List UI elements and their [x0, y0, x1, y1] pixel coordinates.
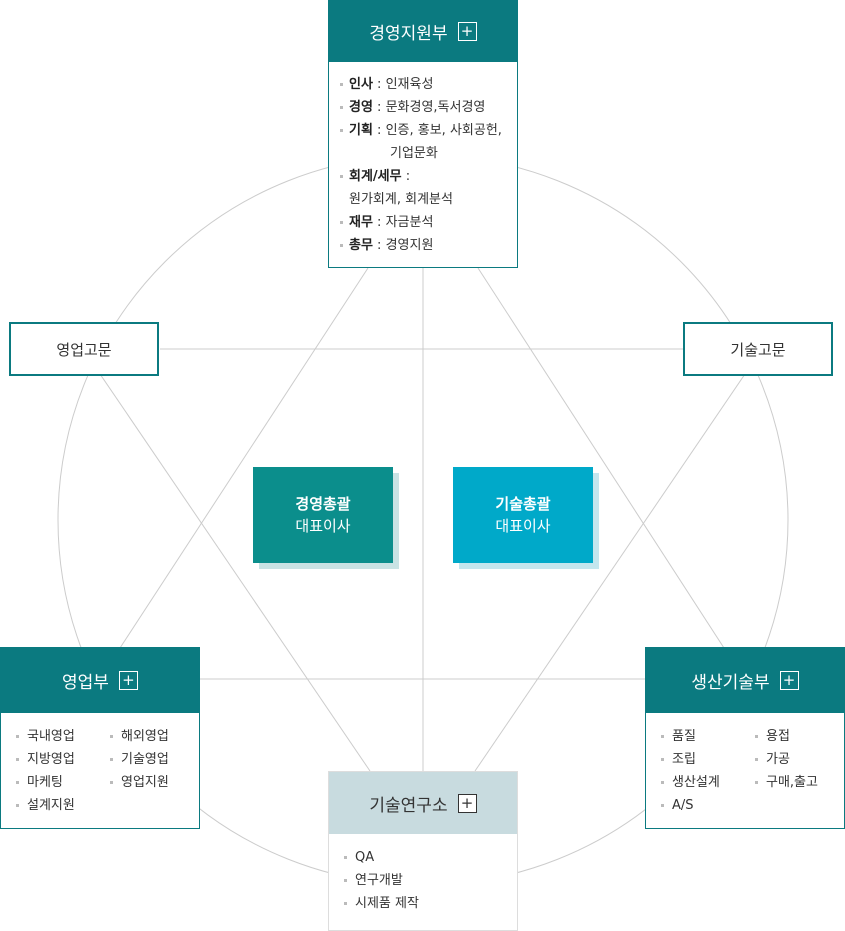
production-dept-header[interactable]: 생산기술부 + [646, 648, 844, 713]
tech-advisor: 기술고문 [683, 322, 833, 376]
list-item: 생산설계 [646, 771, 740, 794]
line-salesadv-research [99, 373, 371, 772]
plus-icon[interactable]: + [779, 671, 799, 690]
plus-icon[interactable]: + [457, 793, 477, 813]
list-item: 국내영업 [1, 725, 95, 748]
list-item: 조립 [646, 748, 740, 771]
list-item: A/S [646, 794, 740, 817]
production-dept-items: 품질 조립 생산설계 A/S 용접 가공 구매,출고 [646, 713, 844, 817]
management-dept: 경영지원부 + 인사 : 인재육성 경영 : 문화경영,독서경영 기획 : 인증… [328, 0, 518, 268]
list-item: 지방영업 [1, 748, 95, 771]
management-dept-title: 경영지원부 [369, 24, 448, 44]
line-mgmt-production [477, 267, 725, 649]
list-item: 시제품 제작 [329, 892, 517, 915]
list-item: 연구개발 [329, 869, 517, 892]
sales-dept-items: 국내영업 지방영업 마케팅 설계지원 해외영업 기술영업 영업지원 [1, 713, 199, 817]
research-dept-header[interactable]: 기술연구소 + [329, 772, 517, 834]
research-dept-title: 기술연구소 [369, 795, 448, 816]
tech-ceo-role: 대표이사 [495, 517, 551, 535]
list-item: 경영 : 문화경영,독서경영 [329, 96, 517, 119]
list-item: 인사 : 인재육성 [329, 73, 517, 96]
list-item: 용접 [740, 725, 818, 748]
list-item: 마케팅 [1, 771, 95, 794]
list-item: 구매,출고 [740, 771, 818, 794]
management-ceo-title: 경영총괄 [295, 495, 351, 513]
sales-dept: 영업부 + 국내영업 지방영업 마케팅 설계지원 해외영업 기술영업 영업지원 [0, 647, 200, 829]
production-dept: 생산기술부 + 품질 조립 생산설계 A/S 용접 가공 구매,출고 [645, 647, 845, 829]
sales-dept-header[interactable]: 영업부 + [1, 648, 199, 713]
sales-advisor: 영업고문 [9, 322, 159, 376]
management-dept-items: 인사 : 인재육성 경영 : 문화경영,독서경영 기획 : 인증, 홍보, 사회… [329, 62, 517, 257]
sales-dept-title: 영업부 [62, 673, 109, 693]
list-item: QA [329, 846, 517, 869]
list-item: 해외영업 [95, 725, 169, 748]
management-dept-header[interactable]: 경영지원부 + [329, 1, 517, 62]
list-item: 회계/세무 : 원가회계, 회계분석 [329, 165, 517, 211]
tech-ceo-title: 기술총괄 [495, 495, 551, 513]
list-item: 재무 : 자금분석 [329, 211, 517, 234]
tech-advisor-label: 기술고문 [730, 340, 786, 359]
line-mgmt-sales [119, 267, 369, 649]
list-item: 가공 [740, 748, 818, 771]
list-item: 영업지원 [95, 771, 169, 794]
research-dept-items: QA 연구개발 시제품 제작 [329, 834, 517, 915]
tech-ceo: 기술총괄 대표이사 [453, 467, 599, 569]
management-ceo: 경영총괄 대표이사 [253, 467, 399, 569]
list-item: 품질 [646, 725, 740, 748]
list-item: 기술영업 [95, 748, 169, 771]
management-ceo-role: 대표이사 [295, 517, 351, 535]
plus-icon[interactable]: + [118, 671, 138, 690]
plus-icon[interactable]: + [457, 22, 477, 41]
list-item: 설계지원 [1, 794, 95, 817]
list-item: 총무 : 경영지원 [329, 234, 517, 257]
production-dept-title: 생산기술부 [691, 673, 770, 693]
research-dept: 기술연구소 + QA 연구개발 시제품 제작 [328, 771, 518, 931]
sales-advisor-label: 영업고문 [56, 340, 112, 359]
line-techadv-research [474, 373, 746, 772]
list-item: 기획 : 인증, 홍보, 사회공헌, 기업문화 [329, 119, 517, 165]
